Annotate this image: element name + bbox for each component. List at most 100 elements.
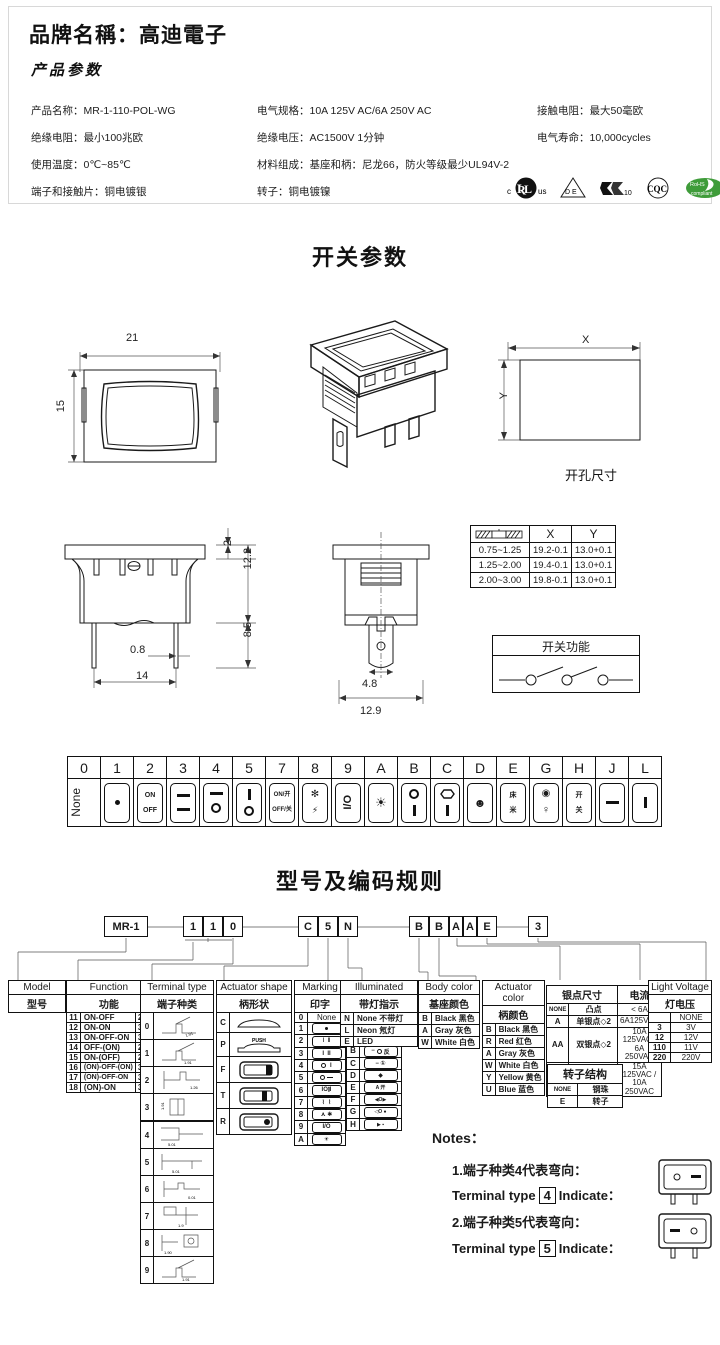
ac-code-U: U — [482, 1083, 496, 1096]
xy-x-0: 19.2-0.1 — [529, 542, 572, 558]
marking-symbol-cn-onoff: 开关 — [562, 778, 596, 827]
marking-code-row: 0 1 2 3 4 5 7 8 9 A B C D E G H J L — [67, 756, 662, 779]
note-2-en-post: Indicate： — [558, 1241, 621, 1256]
mk-fig-7: ⌇ ⌇ — [307, 1096, 346, 1109]
marking-symbol-vbar-circle — [232, 778, 266, 827]
marking-code-L: L — [628, 756, 662, 779]
lv-code-220: 220 — [648, 1052, 671, 1063]
code-box-func-1: 1 — [183, 916, 203, 937]
mk2-code-E: E — [346, 1080, 360, 1094]
xy-x-1: 19.4-0.1 — [529, 557, 572, 573]
term-fig-8: 1.90 — [153, 1229, 214, 1257]
code-box-illuminated: N — [338, 916, 358, 937]
mk-fig-5 — [307, 1071, 346, 1084]
code-box-terminal: 0 — [223, 916, 243, 937]
column-actuator-shape: Actuator shape 柄形状 C P PUSH F — [216, 980, 292, 1135]
marking-code-A: A — [364, 756, 398, 779]
bc-val-W: White 白色 — [431, 1036, 480, 1049]
bc-val-B: Black 黑色 — [431, 1012, 480, 1025]
note-1-en-post: Indicate： — [558, 1188, 621, 1203]
lv-code-110: 110 — [648, 1042, 671, 1053]
ill-code-L: L — [340, 1024, 354, 1037]
fn-val-18: (ON)-ON — [79, 1082, 136, 1093]
mk2-fig-E: A 开 — [359, 1080, 402, 1094]
mk2-code-C: C — [346, 1056, 360, 1070]
table-row: P PUSH — [216, 1032, 292, 1057]
silver-header-size: 银点尺寸 — [546, 985, 618, 1004]
svg-text:1.26: 1.26 — [190, 1085, 199, 1090]
marking-code-H: H — [562, 756, 596, 779]
ill-val-E: LED — [353, 1036, 418, 1047]
shape-fig-F — [229, 1056, 292, 1083]
mk-code-1: 1 — [294, 1022, 308, 1035]
mk-code-4: 4 — [294, 1059, 308, 1072]
sv-val-A: 单银点◇2 — [568, 1015, 618, 1028]
fn-code-14: 14 — [66, 1042, 81, 1053]
fn-val-12: ON-ON — [79, 1022, 136, 1033]
model-coding-title: 型号及编码规则 — [275, 869, 444, 894]
marking-code-7: 7 — [265, 756, 299, 779]
mk-fig-4: I — [307, 1059, 346, 1072]
table-row: 1 — [294, 1022, 346, 1035]
mk-code-9: 9 — [294, 1120, 308, 1134]
fn-code-15: 15 — [66, 1052, 81, 1063]
mk-code-3: 3 — [294, 1046, 308, 1060]
svg-text:D E: D E — [565, 189, 577, 196]
front-view-drawing — [68, 352, 221, 463]
mk-code-7: 7 — [294, 1096, 308, 1109]
table-row: T — [216, 1082, 292, 1109]
term-fig-1: 1.91 — [153, 1039, 214, 1067]
ac-val-A: Gray 灰色 — [494, 1047, 545, 1060]
lv-code-3: 3 — [648, 1022, 671, 1033]
isometric-view-drawing — [309, 320, 449, 469]
xy-y-0: 13.0+0.1 — [570, 542, 617, 558]
actuator-shape-header-cn: 柄形状 — [216, 994, 292, 1013]
fn-code-11: 11 — [66, 1012, 81, 1023]
side-view-drawing — [64, 528, 256, 688]
table-row: C− ① — [346, 1056, 402, 1070]
cutout-x-label: X — [582, 334, 590, 346]
marking-symbol-vbar-only — [628, 778, 662, 827]
product-header-box: 品牌名稱：高迪電子 产品参数 产品名称：MR-1-110-POL-WG 电气规格… — [8, 6, 720, 204]
function-header-en: Function — [66, 980, 152, 995]
mk-fig-8: ⋏ ✱ — [307, 1108, 346, 1121]
fn-val-13: ON-OFF-ON — [79, 1032, 136, 1043]
shape-code-T: T — [216, 1082, 230, 1109]
table-row: C — [216, 1012, 292, 1033]
term-code-0: 0 — [140, 1012, 154, 1040]
term-fig-2: 1.26 — [153, 1066, 214, 1094]
rt-code-E: E — [547, 1095, 578, 1108]
xy-header-y: Y — [570, 525, 617, 543]
svg-text:us: us — [538, 187, 546, 196]
ac-code-W: W — [482, 1059, 496, 1072]
marking-symbol-io: I/O — [331, 778, 365, 827]
svg-text:compliant: compliant — [691, 191, 713, 197]
ac-code-B: B — [482, 1023, 496, 1036]
lv-val-12: 12V — [670, 1032, 712, 1043]
mk2-code-H: H — [346, 1117, 360, 1131]
shape-code-P: P — [216, 1032, 230, 1057]
table-row: A☀ — [294, 1132, 346, 1146]
model-header-cn: 型号 — [8, 994, 66, 1013]
model-code-boxes: MR-1 1 1 0 C 5 N B B A A E 3 — [0, 916, 720, 946]
marking-code-5: 5 — [232, 756, 266, 779]
code-box-rotor: E — [477, 916, 497, 937]
spec-dielectric-strength: 绝缘电压：AC1500V 1分钟 — [257, 132, 385, 144]
dim-14: 14 — [136, 670, 149, 682]
marking-symbol-none: None — [67, 778, 101, 827]
